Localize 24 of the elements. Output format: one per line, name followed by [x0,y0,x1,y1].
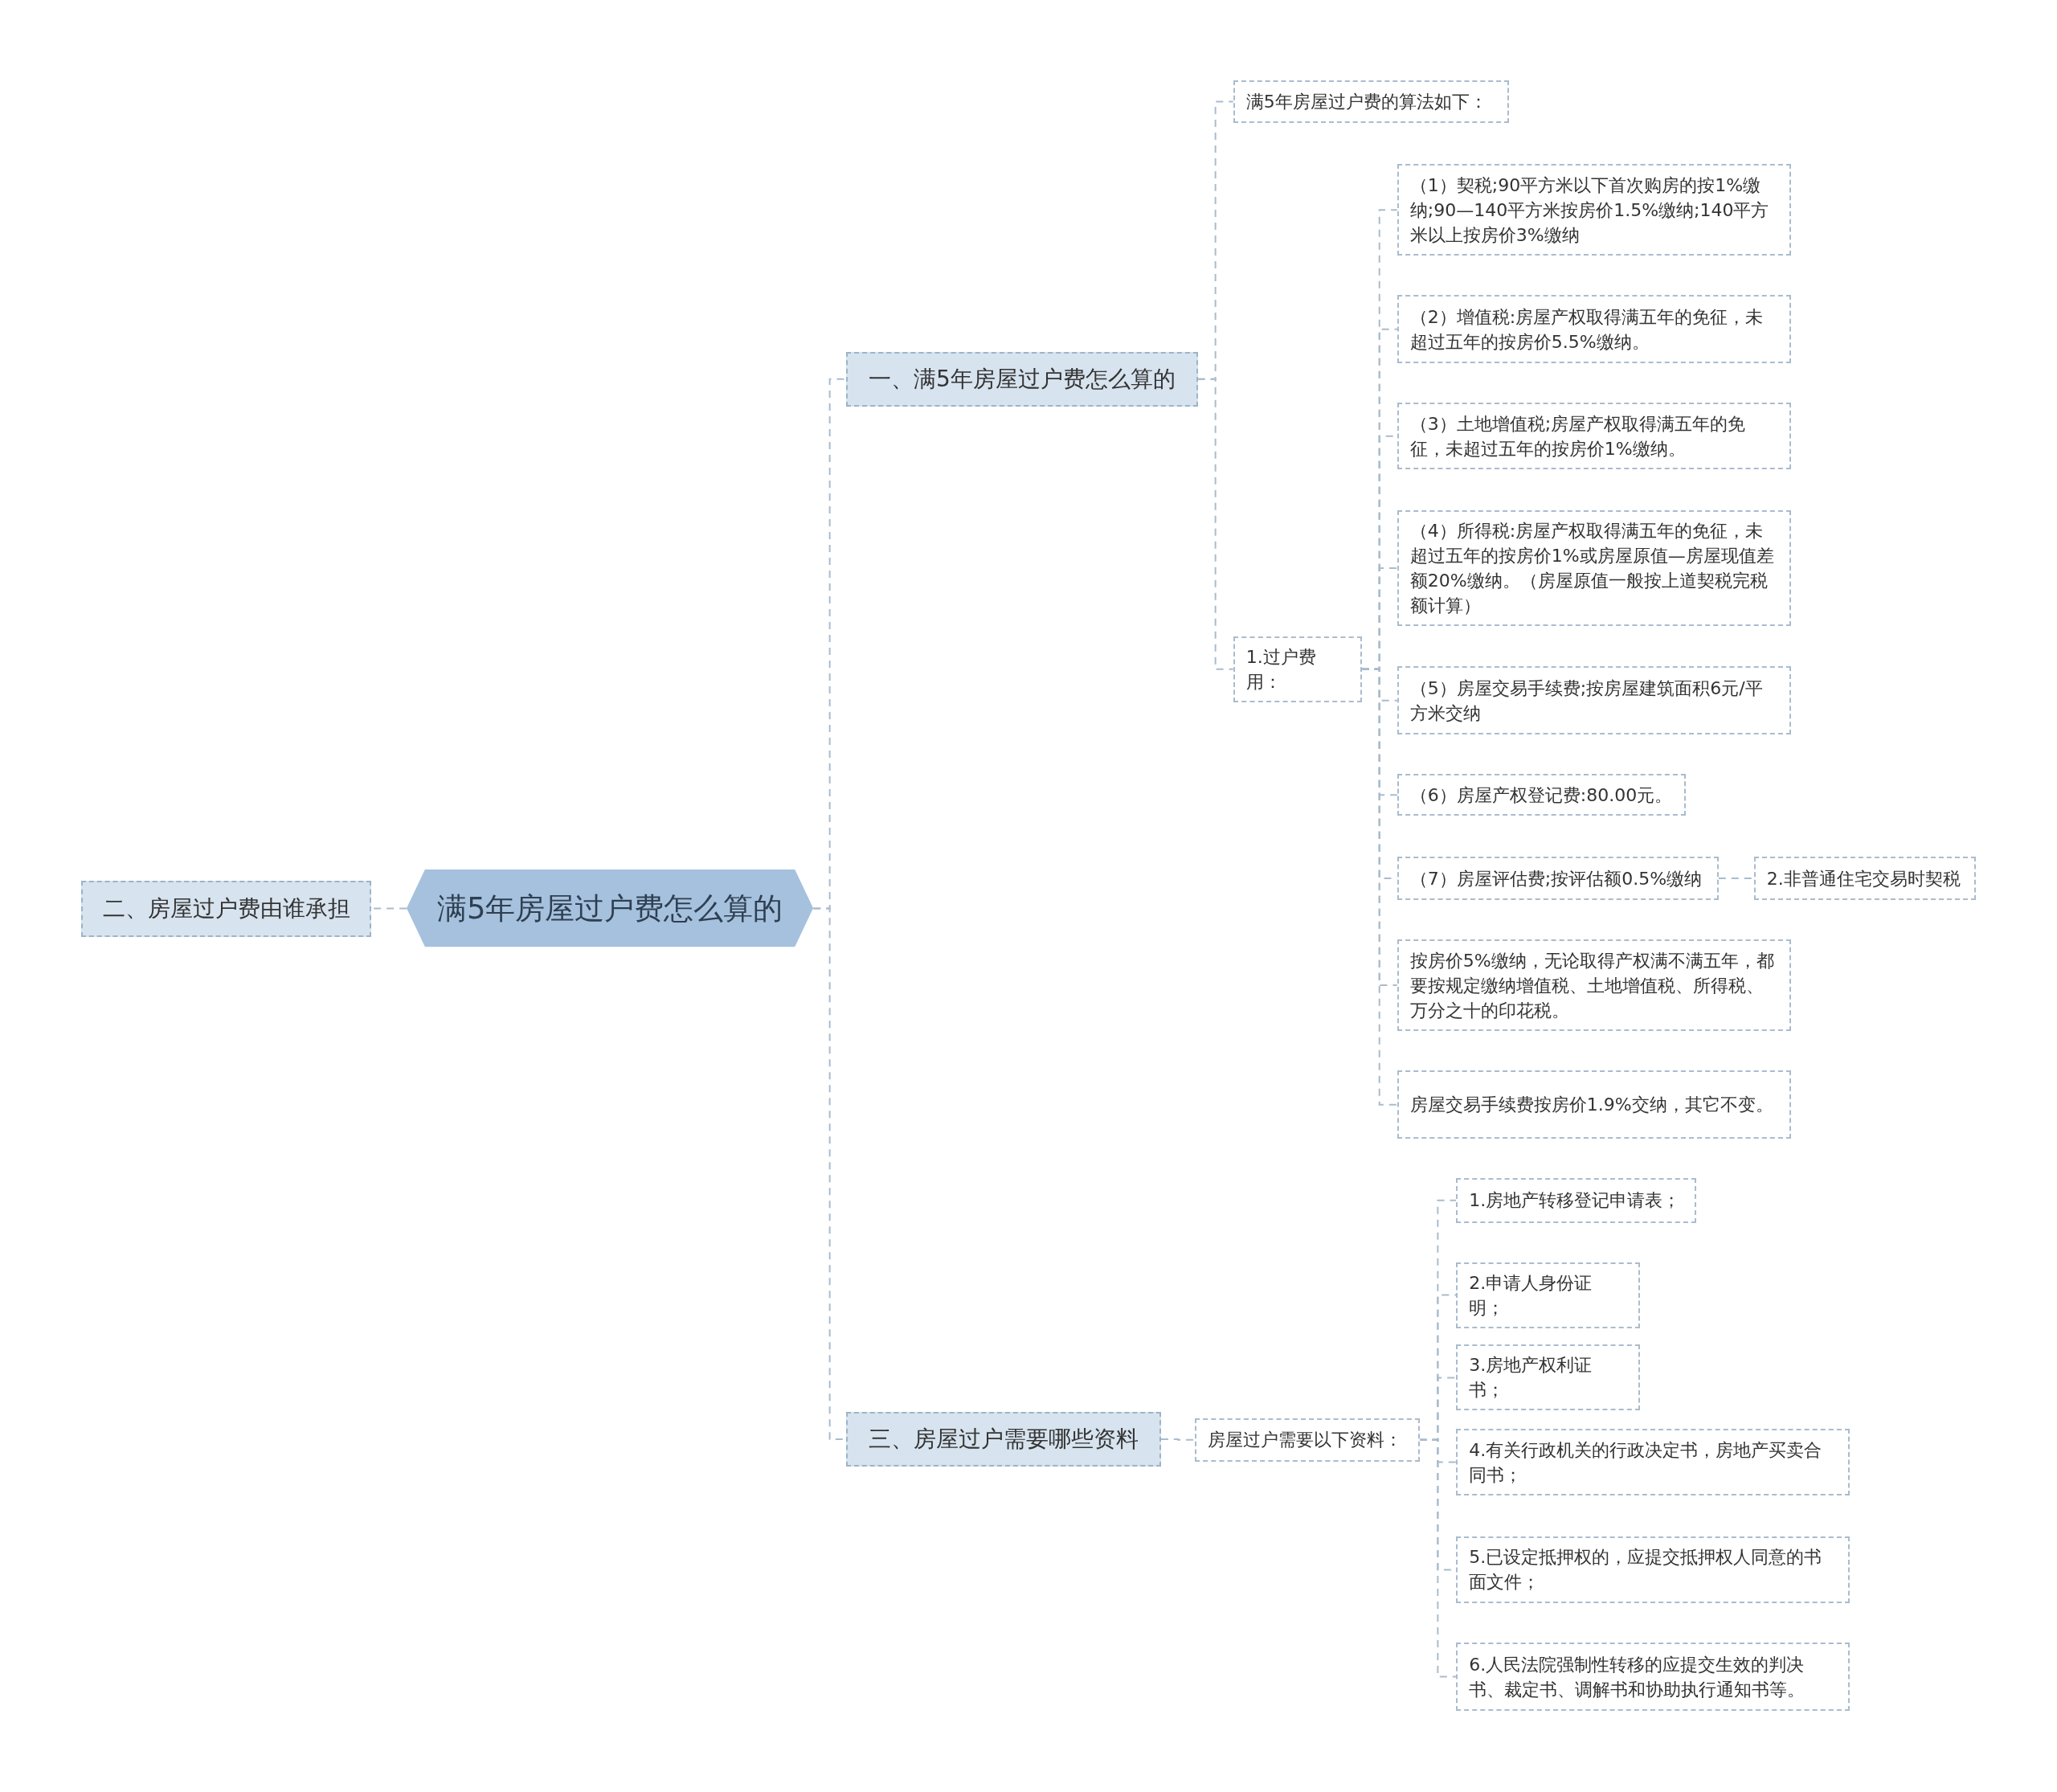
subtopic-box: 4.有关行政机关的行政决定书，房地产买卖合同书； [1456,1428,1850,1496]
connector-line [1196,378,1234,670]
subtopic-box: 1.房地产转移登记申请表； [1456,1178,1696,1223]
subtopic-box: 5.已设定抵押权的，应提交抵押权人同意的书面文件； [1456,1536,1850,1604]
subtopic-box: 满5年房屋过户费的算法如下： [1233,80,1509,124]
subtopic-box: 房屋过户需要以下资料： [1195,1418,1420,1462]
subtopic-box: 2.申请人身份证明； [1456,1262,1640,1328]
subtopic-box: 按房价5%缴纳，无论取得产权满不满五年，都要按规定缴纳增值税、土地增值税、所得税、万分之十的印花税。 [1397,939,1791,1032]
subtopic-box: （4）所得税:房屋产权取得满五年的免征，未超过五年的按房价1%或房屋原值—房屋现值差额20%缴纳。（房屋原值一般按上道契税完税额计算） [1397,510,1791,627]
topic-box: 三、房屋过户需要哪些资料 [846,1411,1161,1467]
subtopic-box: 6.人民法院强制性转移的应提交生效的判决书、裁定书、调解书和协助执行通知书等。 [1456,1643,1850,1711]
subtopic-box: 2.非普通住宅交易时契税 [1753,857,1976,900]
topic-box: 一、满5年房屋过户费怎么算的 [846,351,1198,407]
subtopic-box: （6）房屋产权登记费:80.00元。 [1397,774,1686,816]
central-topic-hexagon: 满5年房屋过户费怎么算的 [407,869,814,947]
subtopic-box: （2）增值税:房屋产权取得满五年的免征，未超过五年的按房价5.5%缴纳。 [1397,295,1791,364]
subtopic-box: （7）房屋评估费;按评估额0.5%缴纳 [1397,857,1719,900]
subtopic-box: （1）契税;90平方米以下首次购房的按1%缴纳;90—140平方米按房价1.5%缴纳;140平方米以上按房价3%缴纳 [1397,164,1791,256]
subtopic-box: （5）房屋交易手续费;按房屋建筑面积6元/平方米交纳 [1397,666,1791,735]
topic-box: 二、房屋过户费由谁承担 [81,880,372,937]
subtopic-box: 1.过户费用： [1233,636,1362,702]
subtopic-box: 房屋交易手续费按房价1.9%交纳，其它不变。 [1397,1070,1791,1139]
subtopic-box: 3.房地产权利证书； [1456,1344,1640,1411]
subtopic-box: （3）土地增值税;房屋产权取得满五年的免征，未超过五年的按房价1%缴纳。 [1397,403,1791,470]
